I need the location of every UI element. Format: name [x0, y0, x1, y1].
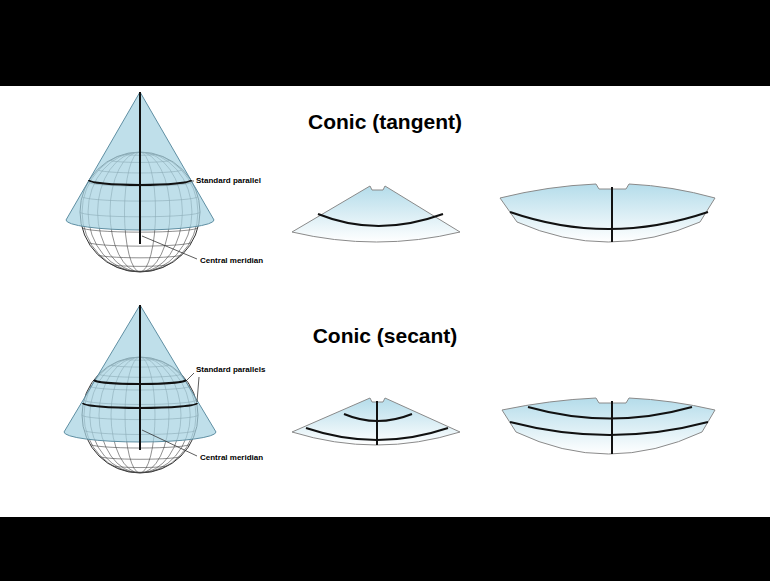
- flattened-cone: [500, 184, 715, 242]
- section-title: Conic (tangent): [308, 110, 462, 134]
- leader-line: [142, 430, 197, 456]
- leader-line: [142, 236, 197, 259]
- callout-label: Standard parallel: [196, 176, 261, 185]
- unrolled-cone: [292, 398, 460, 445]
- callout-label: Standard parallels: [196, 365, 265, 374]
- central-meridian-line: [376, 401, 378, 445]
- black-bar: [0, 517, 770, 581]
- central-meridian-line: [611, 401, 613, 454]
- leader-line: [197, 377, 199, 402]
- standard-parallel-line: [318, 214, 443, 226]
- leader-line: [189, 181, 194, 182]
- unrolled-cone: [292, 186, 460, 242]
- central-meridian-line: [139, 92, 141, 244]
- callout-label: Central meridian: [200, 256, 263, 265]
- central-meridian-line: [139, 305, 141, 450]
- flattened-cone: [502, 398, 715, 454]
- central-meridian-line: [611, 187, 613, 242]
- callout-label: Central meridian: [200, 453, 263, 462]
- standard-parallel-line: [510, 212, 708, 229]
- black-bar: [0, 0, 770, 86]
- standard-parallel-line: [528, 407, 692, 419]
- section-title: Conic (secant): [313, 324, 458, 348]
- standard-parallel-line: [510, 422, 708, 435]
- leader-line: [187, 373, 194, 380]
